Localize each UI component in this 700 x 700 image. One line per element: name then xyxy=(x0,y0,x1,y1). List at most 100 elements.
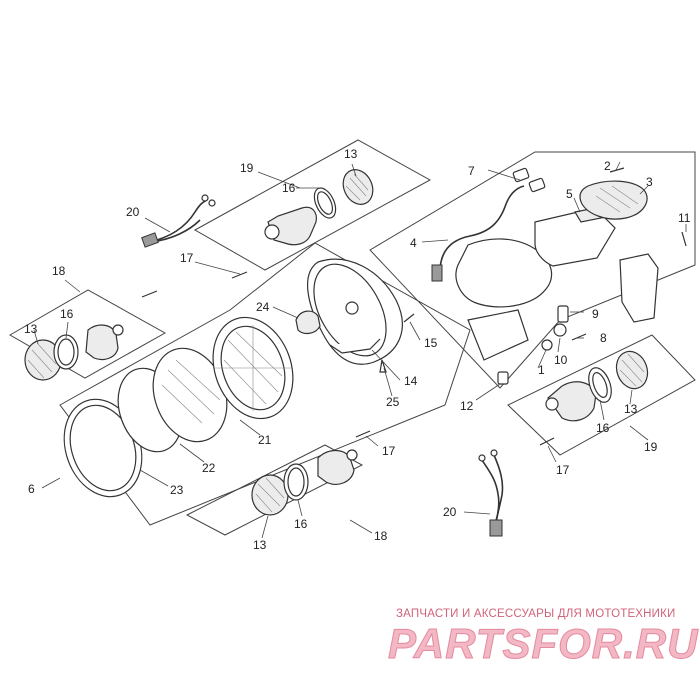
terminal-top-1 xyxy=(201,194,209,202)
callout-12: 12 xyxy=(460,399,474,413)
headlight-glass-hatch xyxy=(161,359,221,424)
right-turn-signal-assembly xyxy=(545,350,649,422)
callout-7: 7 xyxy=(468,164,475,178)
watermark-brand: PARTSFOR.RU xyxy=(388,620,699,667)
left-signal-housing xyxy=(85,324,119,361)
bottom-signal-ring-inner xyxy=(287,467,305,497)
callout-16-top: 16 xyxy=(282,181,296,195)
callout-11: 11 xyxy=(678,211,691,225)
bottom-signal-lens xyxy=(251,474,289,516)
watermark-tagline: ЗАПЧАСТИ И АКСЕССУАРЫ ДЛЯ МОТОТЕХНИКИ xyxy=(396,608,676,620)
tail-license-plate-holder xyxy=(467,309,529,361)
left-signal-socket xyxy=(112,324,124,336)
terminal-bottom-1 xyxy=(478,454,486,462)
frame-top-turn-signal xyxy=(193,139,432,271)
callout-24: 24 xyxy=(256,300,270,314)
bottom-signal-socket xyxy=(346,449,358,461)
callout-19-top: 19 xyxy=(240,161,254,175)
wiring-harness-bottom xyxy=(478,449,504,537)
callout-15: 15 xyxy=(424,336,438,350)
left-signal-ring-inner xyxy=(57,338,75,366)
screw-2 xyxy=(609,167,625,173)
grommet-12 xyxy=(497,371,509,385)
top-signal-lens-hatch xyxy=(345,173,369,201)
headlight-bulb xyxy=(345,301,359,315)
callout-20-bottom: 20 xyxy=(443,505,457,519)
callout-16-left: 16 xyxy=(60,307,74,321)
frame-headlight xyxy=(59,242,471,526)
right-signal-housing xyxy=(547,381,597,422)
left-turn-signal-assembly xyxy=(24,324,124,381)
wire-bottom-b xyxy=(493,454,504,522)
callout-4: 4 xyxy=(410,236,417,250)
screw-11 xyxy=(681,231,687,247)
screw-8 xyxy=(571,333,587,341)
callout-16-bottom: 16 xyxy=(294,517,308,531)
connector-bottom xyxy=(489,519,503,537)
callout-20-top: 20 xyxy=(126,205,140,219)
frame-bottom-turn-signal xyxy=(185,444,364,536)
right-signal-socket xyxy=(545,397,559,411)
bottom-signal-lens-hatch xyxy=(255,477,285,513)
callout-21: 21 xyxy=(258,433,272,447)
tail-connector xyxy=(431,264,443,282)
right-signal-ring-inner xyxy=(592,372,608,398)
callout-17-right: 17 xyxy=(556,463,570,477)
callout-13-top: 13 xyxy=(344,147,358,161)
frame-tail-light xyxy=(369,151,696,389)
callout-19-right: 19 xyxy=(644,440,658,454)
bottom-signal-housing xyxy=(317,449,355,485)
screw-right-17 xyxy=(539,437,555,446)
callout-22: 22 xyxy=(202,461,216,475)
left-signal-lens-hatch xyxy=(27,343,57,379)
callout-9: 9 xyxy=(592,307,599,321)
wire-top-a xyxy=(149,199,208,243)
tail-light-housing xyxy=(455,238,553,308)
top-signal-housing xyxy=(267,206,317,246)
callout-labels: 1 2 3 4 5 6 7 8 9 10 11 12 13 13 13 13 1… xyxy=(24,147,691,552)
washer-10 xyxy=(553,323,567,337)
callout-17-bottom: 17 xyxy=(382,444,396,458)
callout-18-left: 18 xyxy=(52,264,66,278)
wiring-harness-top xyxy=(141,194,216,248)
bottom-turn-signal-assembly xyxy=(251,449,358,516)
watermark: ЗАПЧАСТИ И АКСЕССУАРЫ ДЛЯ МОТОТЕХНИКИ PA… xyxy=(388,608,699,668)
screw-bottom-17 xyxy=(355,430,371,438)
callout-10: 10 xyxy=(554,353,568,367)
callout-8: 8 xyxy=(600,331,607,345)
tail-terminal-2 xyxy=(528,177,546,193)
terminal-bottom-2 xyxy=(490,449,498,457)
frame-right-turn-signal xyxy=(507,334,696,456)
callout-3: 3 xyxy=(646,175,653,189)
headlight-bulb-socket xyxy=(295,310,321,335)
screw-left-17 xyxy=(141,290,158,298)
callout-23: 23 xyxy=(170,483,184,497)
group-frames xyxy=(8,139,696,536)
terminal-top-2 xyxy=(208,199,216,207)
top-turn-signal-assembly xyxy=(264,169,374,246)
screw-15 xyxy=(403,313,415,323)
callout-16-right: 16 xyxy=(596,421,610,435)
tail-bracket-5 xyxy=(534,207,616,267)
bolt-9 xyxy=(557,305,569,323)
callout-13-right: 13 xyxy=(624,402,638,416)
tail-mount-plate xyxy=(619,253,659,323)
callout-25: 25 xyxy=(386,395,400,409)
nut-1 xyxy=(541,339,553,351)
callout-18-bottom: 18 xyxy=(374,529,388,543)
callout-13-bottom: 13 xyxy=(253,538,267,552)
screw-top-17 xyxy=(231,271,248,279)
tail-lens-hatch xyxy=(595,185,639,213)
callout-2: 2 xyxy=(604,159,611,173)
leader-lines xyxy=(33,161,687,539)
tail-lens-3 xyxy=(579,180,648,220)
tail-light-assembly xyxy=(431,167,687,385)
top-signal-socket xyxy=(264,224,280,240)
callout-5: 5 xyxy=(566,187,573,201)
headlight-assembly xyxy=(63,258,415,498)
tail-terminal-1 xyxy=(512,167,530,183)
tail-wire xyxy=(439,185,525,273)
right-signal-lens xyxy=(615,350,649,390)
callout-13-left: 13 xyxy=(24,322,38,336)
